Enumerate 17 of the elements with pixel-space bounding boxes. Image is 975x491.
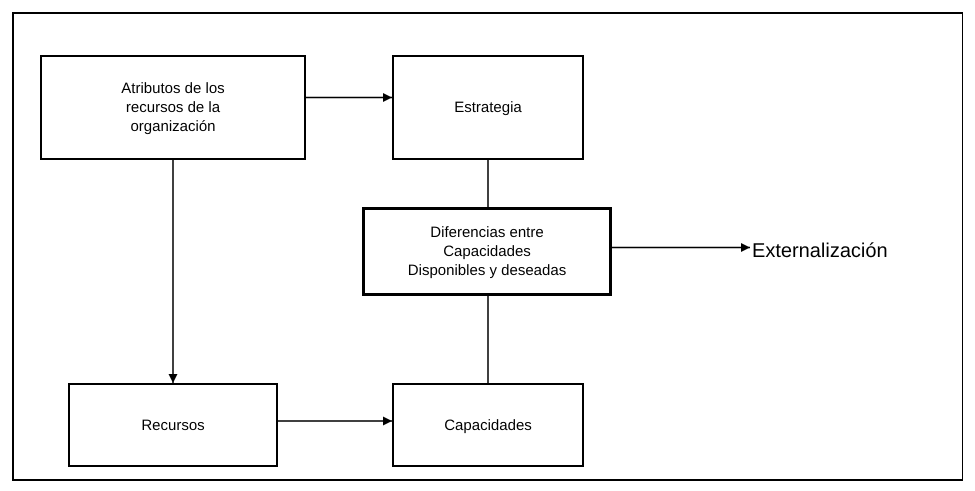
connector-line (487, 160, 489, 207)
connector-line (487, 296, 489, 383)
process-box (392, 383, 584, 467)
arrow (306, 93, 392, 102)
arrow (612, 243, 750, 252)
process-box (362, 207, 612, 296)
box-label: Recursos (141, 416, 205, 434)
process-box (40, 55, 306, 160)
box-label: Diferencias entre Capacidades Disponibles y deseadas (406, 223, 568, 280)
box-label: Atributos de los recursos de la organización (120, 79, 226, 136)
arrow (278, 416, 392, 426)
process-box (68, 383, 278, 467)
arrow (168, 160, 178, 383)
box-label: Capacidades (444, 416, 532, 434)
box-label: Externalización (752, 238, 888, 264)
box-label: Estrategia (454, 98, 522, 117)
process-box (392, 55, 584, 160)
